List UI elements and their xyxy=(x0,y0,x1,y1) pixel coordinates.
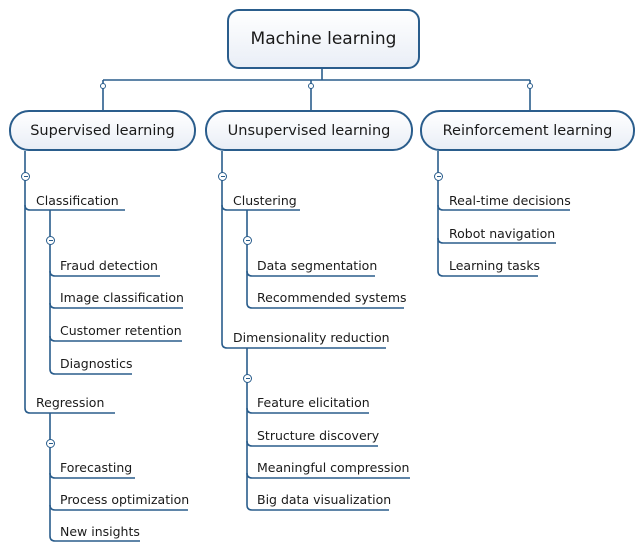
reinforcement-trunk xyxy=(437,151,444,277)
collapse-minus-icon[interactable] xyxy=(243,236,252,245)
group-classification[interactable]: Classification xyxy=(36,193,119,208)
group-clustering[interactable]: Clustering xyxy=(233,193,297,208)
category-unsupervised[interactable]: Unsupervised learning xyxy=(205,110,413,151)
leaf-node[interactable]: New insights xyxy=(60,524,140,539)
collapse-minus-icon[interactable] xyxy=(243,374,252,383)
leaf-node[interactable]: Meaningful compression xyxy=(257,460,410,475)
leaf-node[interactable]: Structure discovery xyxy=(257,428,380,443)
category-reinforcement[interactable]: Reinforcement learning xyxy=(420,110,635,151)
collapse-minus-icon[interactable] xyxy=(218,172,227,181)
clustering-branch xyxy=(246,210,253,309)
leaf-node[interactable]: Customer retention xyxy=(60,323,182,338)
group-regression[interactable]: Regression xyxy=(36,395,105,410)
leaf-node[interactable]: Data segmentation xyxy=(257,258,378,273)
leaf-node[interactable]: Process optimization xyxy=(60,492,190,507)
classification-elbow xyxy=(24,204,31,211)
leaf-node[interactable]: Diagnostics xyxy=(60,356,133,371)
leaf-node[interactable]: Real-time decisions xyxy=(449,193,571,208)
leaf-node[interactable]: Fraud detection xyxy=(60,258,158,273)
leaf-node[interactable]: Forecasting xyxy=(60,460,133,475)
category-label: Reinforcement learning xyxy=(442,122,613,139)
junction-dot xyxy=(527,83,533,89)
leaf-node[interactable]: Robot navigation xyxy=(449,226,556,241)
collapse-minus-icon[interactable] xyxy=(46,439,55,448)
collapse-minus-icon[interactable] xyxy=(21,172,30,181)
collapse-minus-icon[interactable] xyxy=(434,172,443,181)
root-node[interactable]: Machine learning xyxy=(227,9,420,69)
classification-branch xyxy=(49,210,56,375)
collapse-minus-icon[interactable] xyxy=(46,236,55,245)
category-supervised[interactable]: Supervised learning xyxy=(9,110,196,151)
leaf-node[interactable]: Feature elicitation xyxy=(257,395,370,410)
leaf-node[interactable]: Recommended systems xyxy=(257,290,407,305)
root-label: Machine learning xyxy=(250,29,397,49)
regression-branch xyxy=(49,413,56,542)
leaf-node[interactable]: Learning tasks xyxy=(449,258,541,273)
group-dimensionality-reduction[interactable]: Dimensionality reduction xyxy=(233,330,390,345)
junction-dot xyxy=(308,83,314,89)
dimensionality-branch xyxy=(246,348,253,511)
supervised-trunk xyxy=(24,151,31,414)
category-label: Unsupervised learning xyxy=(227,122,391,139)
category-label: Supervised learning xyxy=(30,122,175,139)
unsupervised-trunk xyxy=(221,151,228,349)
junction-dot xyxy=(100,83,106,89)
leaf-node[interactable]: Image classification xyxy=(60,290,184,305)
leaf-node[interactable]: Big data visualization xyxy=(257,492,392,507)
